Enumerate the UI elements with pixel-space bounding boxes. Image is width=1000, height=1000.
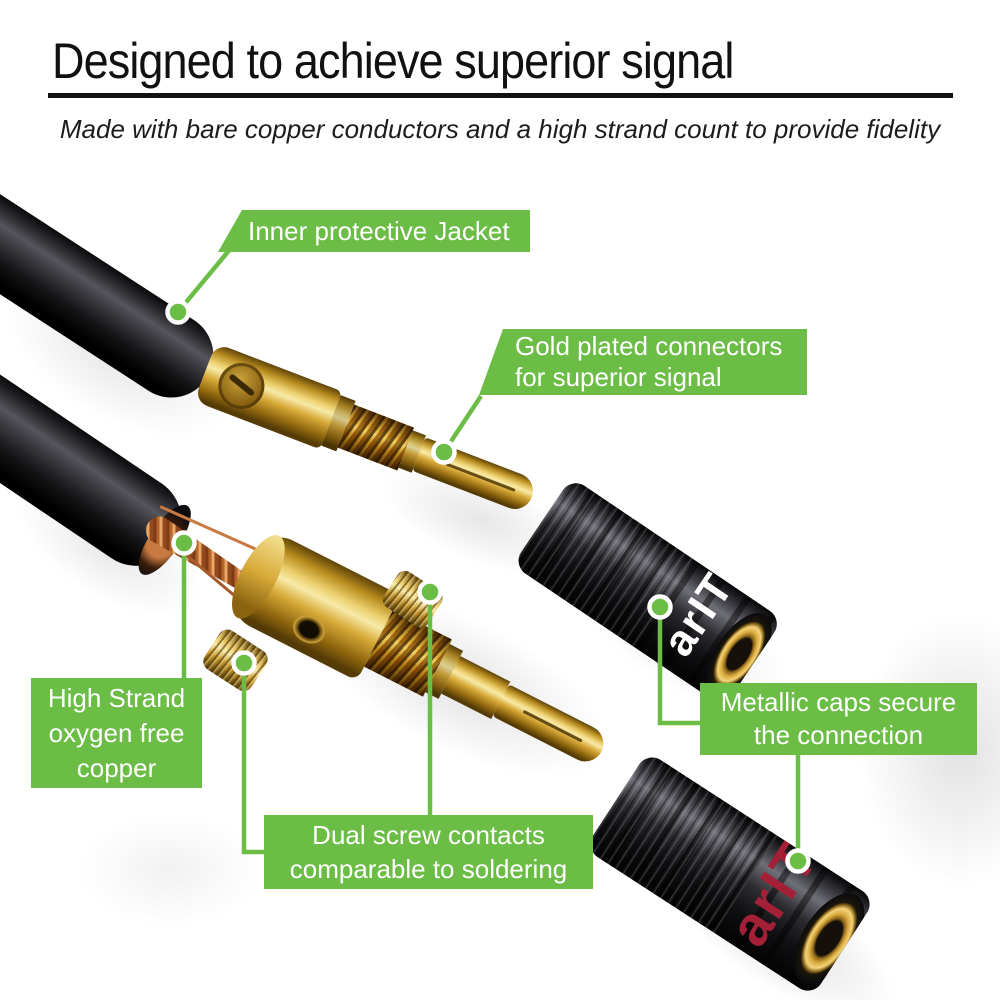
callout-dot-gold-connectors [431, 439, 457, 465]
callout-line: Gold plated connectors [515, 331, 783, 361]
callout-inner-jacket: Inner protective Jacket [218, 210, 530, 252]
callout-line: oxygen free [48, 718, 185, 748]
callout-line: comparable to soldering [289, 854, 568, 884]
callout-high-strand: High Strand oxygen free copper [31, 678, 202, 788]
callout-line: High Strand [47, 683, 186, 713]
callout-dot-cap-bottom [785, 848, 811, 874]
callout-line: Inner protective Jacket [248, 216, 510, 246]
callout-line: copper [76, 753, 157, 783]
callout-gold-connectors: Gold plated connectors for superior sign… [479, 329, 807, 395]
leader-dual-screw-left [241, 663, 266, 855]
title-divider [48, 93, 953, 98]
callout-dot-high-strand [171, 530, 197, 556]
callout-line: Dual screw contacts [312, 820, 545, 850]
callout-line: the connection [753, 720, 924, 750]
leader-metallic-caps-top [657, 607, 702, 726]
callout-line: for superior signal [515, 362, 722, 392]
callout-dot-inner-jacket [165, 299, 191, 325]
page-subtitle: Made with bare copper conductors and a h… [59, 114, 941, 144]
page-title: Designed to achieve superior signal [52, 33, 734, 89]
callout-dot-cap-top [647, 594, 673, 620]
callout-dot-screw-left [231, 650, 257, 676]
callout-dot-screw-right [417, 579, 443, 605]
callout-line: Metallic caps secure [720, 687, 957, 717]
callout-dual-screw: Dual screw contacts comparable to solder… [264, 815, 593, 889]
callout-metallic-caps: Metallic caps secure the connection [700, 683, 977, 755]
leader-inner-jacket [176, 240, 238, 314]
